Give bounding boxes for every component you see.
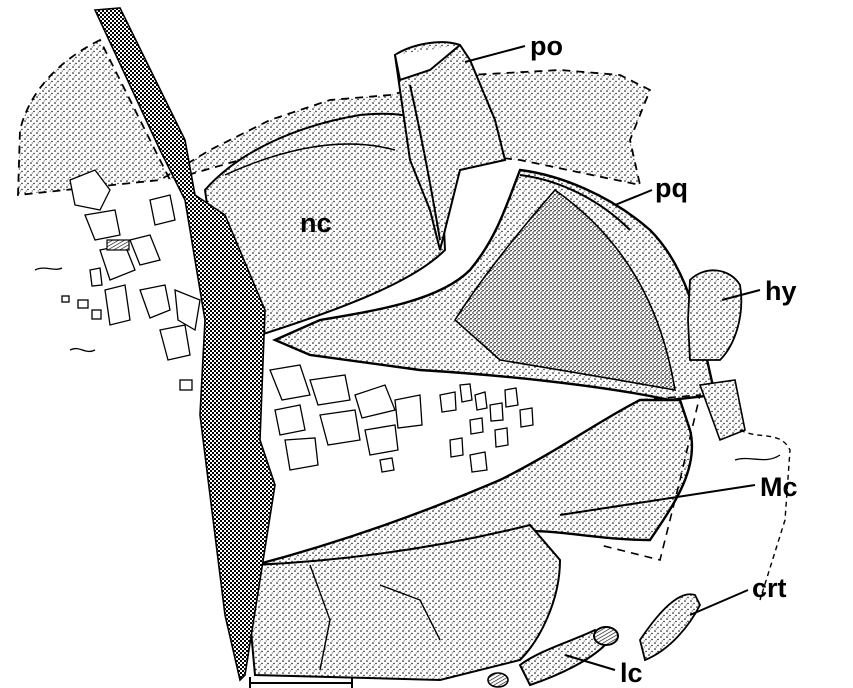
label-mc: Mc: [760, 472, 798, 502]
tooth-cluster: [270, 365, 533, 472]
label-hy: hy: [765, 276, 797, 306]
label-lc: lc: [620, 658, 643, 688]
label-nc: nc: [300, 208, 332, 238]
hyoid: [688, 270, 741, 360]
label-po: po: [530, 31, 563, 61]
scattered-teeth-and-scales: [62, 170, 200, 390]
ceratotrichia-fragment: [640, 594, 700, 660]
label-crt: crt: [752, 573, 787, 603]
label-pq: pq: [655, 173, 688, 203]
